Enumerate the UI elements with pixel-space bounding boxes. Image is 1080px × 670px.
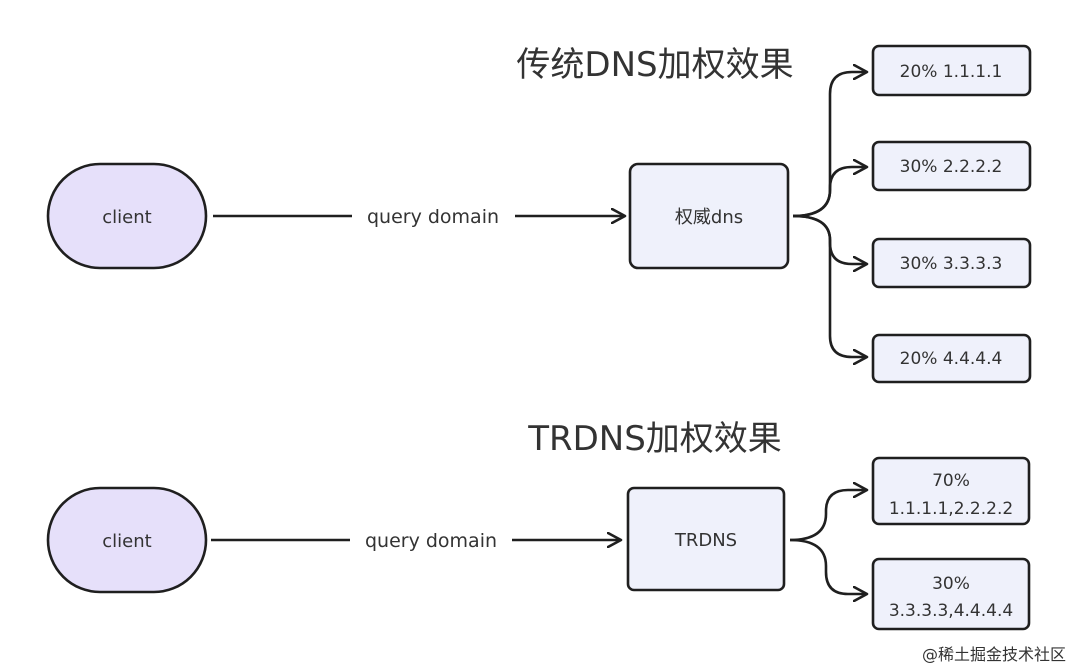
target-box: 20% 1.1.1.1 bbox=[871, 44, 1032, 97]
target-label: 30% 3.3.3.3 bbox=[900, 254, 1003, 274]
target-box: 30% 2.2.2.2 bbox=[871, 140, 1032, 192]
client-label: client bbox=[102, 531, 151, 552]
server-label: TRDNS bbox=[674, 530, 737, 551]
query-edge: query domain bbox=[211, 530, 620, 552]
target-label-line-2: 1.1.1.1,2.2.2.2 bbox=[889, 499, 1013, 519]
target-label: 20% 1.1.1.1 bbox=[900, 62, 1003, 82]
client-node: client bbox=[46, 486, 208, 594]
server-node: 权威dns bbox=[628, 162, 790, 270]
target-label: 30% 2.2.2.2 bbox=[900, 157, 1003, 177]
query-edge: query domain bbox=[213, 206, 624, 228]
target-box: 70% 1.1.1.1,2.2.2.2 bbox=[871, 456, 1031, 526]
server-node: TRDNS bbox=[626, 486, 786, 592]
fanout-connectors bbox=[792, 72, 866, 357]
target-box: 20% 4.4.4.4 bbox=[871, 333, 1032, 384]
target-label-line-1: 70% bbox=[932, 471, 970, 491]
target-label: 20% 4.4.4.4 bbox=[900, 349, 1003, 369]
target-box: 30% 3.3.3.3,4.4.4.4 bbox=[871, 557, 1031, 631]
watermark: @稀土掘金技术社区 bbox=[922, 645, 1066, 664]
target-label-line-2: 3.3.3.3,4.4.4.4 bbox=[889, 601, 1013, 621]
target-label-line-1: 30% bbox=[932, 574, 970, 594]
edge-label: query domain bbox=[367, 206, 499, 228]
client-node: client bbox=[46, 162, 208, 270]
section-title: 传统DNS加权效果 bbox=[516, 45, 793, 85]
client-label: client bbox=[102, 207, 151, 228]
edge-label: query domain bbox=[365, 530, 497, 552]
server-label: 权威dns bbox=[675, 207, 743, 228]
section-title: TRDNS加权效果 bbox=[527, 419, 782, 459]
target-box: 30% 3.3.3.3 bbox=[871, 237, 1032, 289]
section-traditional-dns: 传统DNS加权效果 client query domain 权威dns 20% … bbox=[46, 44, 1032, 384]
section-trdns: TRDNS加权效果 client query domain TRDNS 70% … bbox=[46, 419, 1031, 631]
fanout-connectors bbox=[789, 490, 866, 594]
